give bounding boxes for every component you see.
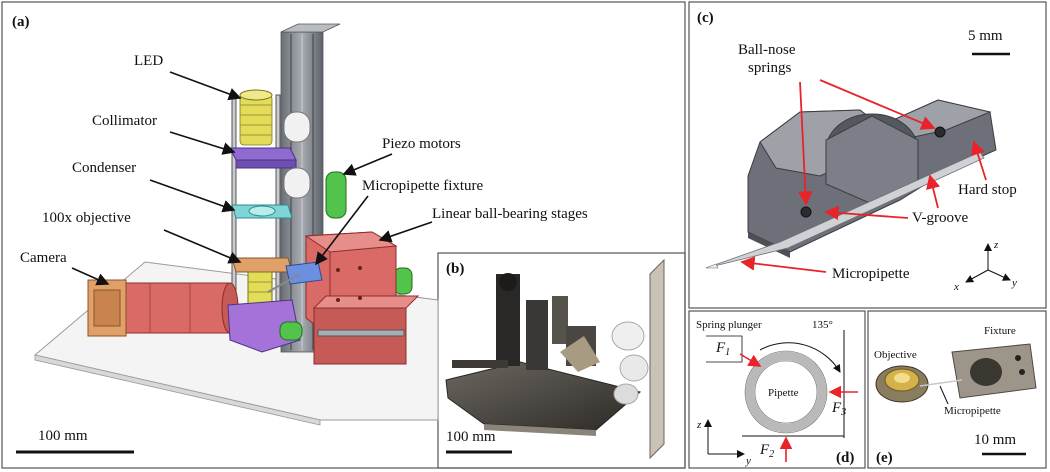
- panel-a-frame: [1, 1, 686, 469]
- spring-plunger-shape: [706, 335, 743, 363]
- label-angle: 135°: [812, 319, 833, 331]
- label-fixture-e: Fixture: [984, 325, 1016, 337]
- axis-x-c: x: [953, 281, 959, 293]
- ball-nose-springs: [800, 126, 946, 218]
- pointer-micropipette-e: [939, 385, 949, 405]
- panel-e-scale: 10 mm: [974, 432, 1026, 456]
- micropipette-fixture: [267, 261, 323, 293]
- label-stages: Linear ball-bearing stages: [432, 206, 588, 222]
- panel-e-tag: (e): [876, 450, 893, 466]
- panel-d: Spring plunger 135° Pipette F1 F2 F3 z y…: [696, 319, 858, 467]
- label-collimator: Collimator: [92, 113, 157, 129]
- pipette-outer: [744, 350, 828, 434]
- condenser-mount: [231, 204, 293, 219]
- panel-d-frame: [688, 310, 866, 469]
- linear-stages: [304, 231, 420, 365]
- label-hard-stop: Hard stop: [958, 182, 1017, 198]
- axes-triad: z x y: [953, 239, 1017, 293]
- pipette-inner: [754, 360, 818, 424]
- label-pipette: Pipette: [768, 387, 799, 399]
- panel-b-scale: 100 mm: [446, 429, 512, 454]
- photo-objective: [875, 365, 929, 403]
- setup-photo: [445, 258, 665, 460]
- label-micropipette-e: Micropipette: [944, 405, 1001, 417]
- axes-d: z y: [696, 419, 751, 467]
- panel-a-scale: 100 mm: [16, 428, 134, 454]
- angle-arc: [759, 342, 841, 373]
- panel-a: (a): [12, 14, 588, 454]
- collimator-mount: [229, 147, 297, 169]
- camera-tube: [119, 282, 239, 334]
- photo-fixture: [951, 343, 1037, 399]
- panel-b: (b) 100 mm: [445, 258, 665, 460]
- panel-d-tag: (d): [836, 450, 854, 466]
- panel-e: Objective Fixture Micropipette (e) 10 mm: [874, 325, 1037, 466]
- label-v-groove: V-groove: [912, 210, 968, 226]
- camera-body: [87, 279, 127, 337]
- objective-bracket: [227, 299, 301, 353]
- label-spring-plunger: Spring plunger: [696, 319, 762, 331]
- label-objective-e: Objective: [874, 349, 917, 361]
- label-springs-1: Ball-nose: [738, 42, 796, 58]
- panel-c-scale: 5 mm: [968, 28, 1010, 56]
- panel-c-frame: [688, 1, 1047, 309]
- panel-c-tag: (c): [697, 10, 714, 26]
- axis-y-c: y: [1011, 277, 1017, 289]
- axis-y-d: y: [745, 455, 751, 467]
- force-f1-arrow: [739, 353, 762, 367]
- panel-c-scale-label: 5 mm: [968, 28, 1003, 44]
- panel-b-scale-label: 100 mm: [446, 429, 496, 445]
- panel-a-labels: LED Collimator Condenser 100x objective …: [20, 53, 588, 286]
- label-piezo: Piezo motors: [382, 136, 461, 152]
- panel-a-scale-label: 100 mm: [38, 428, 88, 444]
- white-housings: [283, 111, 311, 199]
- label-objective: 100x objective: [42, 210, 131, 226]
- panel-e-frame: [867, 310, 1047, 469]
- fixture-body: [747, 99, 997, 258]
- panel-b-tag: (b): [446, 261, 464, 277]
- panel-c: (c) 5 mm Ball-nose springs: [697, 10, 1017, 293]
- piezo-motors: [279, 171, 413, 341]
- led-module: [239, 89, 273, 146]
- label-f1: F1: [715, 340, 730, 358]
- label-micropipette-c: Micropipette: [832, 266, 910, 282]
- panel-a-tag: (a): [12, 14, 30, 30]
- axis-z-d: z: [696, 419, 702, 431]
- label-condenser: Condenser: [72, 160, 136, 176]
- panel-e-scale-label: 10 mm: [974, 432, 1016, 448]
- label-f2: F2: [759, 442, 774, 460]
- pipette-ring: [745, 351, 827, 433]
- axis-z-c: z: [993, 239, 999, 251]
- label-led: LED: [134, 53, 163, 69]
- label-fixture: Micropipette fixture: [362, 178, 484, 194]
- label-springs-2: springs: [748, 60, 792, 76]
- objective-module: [231, 257, 293, 305]
- base-plate-edge: [34, 354, 321, 426]
- label-f3: F3: [831, 400, 846, 418]
- photo-micropipette: [919, 379, 963, 387]
- panel-c-labels: Ball-nose springs Hard stop V-groove Mic…: [738, 42, 1017, 282]
- label-camera: Camera: [20, 250, 67, 266]
